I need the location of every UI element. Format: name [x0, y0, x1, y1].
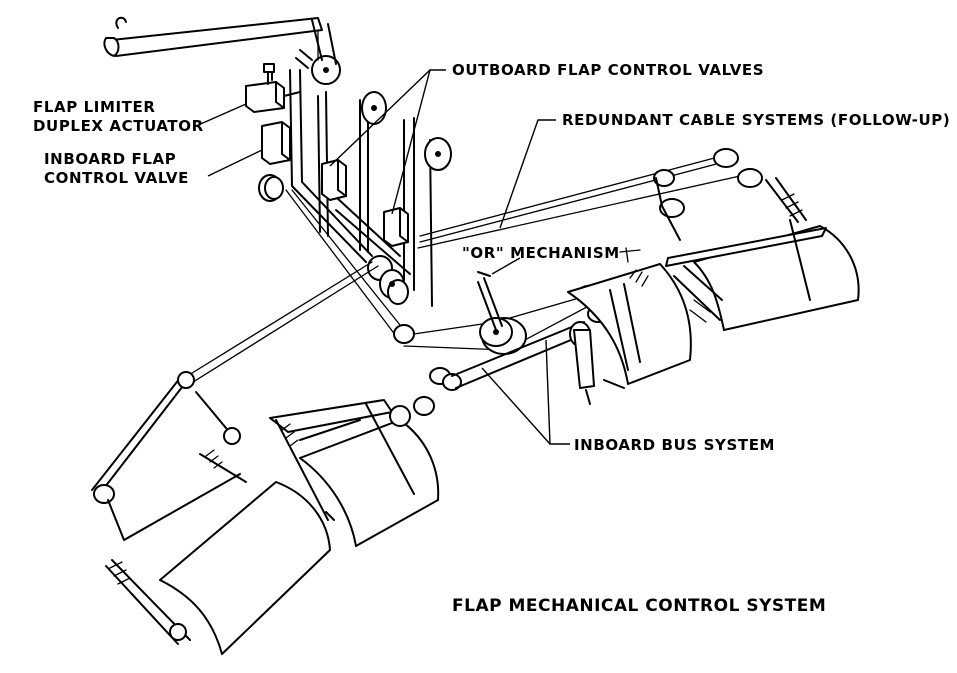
control-frame — [289, 69, 433, 307]
frame-pulleys — [258, 91, 452, 305]
flap-limiter-label-line1: FLAP LIMITER — [33, 98, 156, 116]
flap-limiter-label: FLAP LIMITER DUPLEX ACTUATOR — [33, 98, 204, 136]
flap-panel-center-right — [567, 247, 692, 389]
inboard-valve-label-line2: CONTROL VALVE — [44, 169, 189, 187]
label-leaders — [195, 69, 570, 445]
inboard-valve-label-line1: INBOARD FLAP — [44, 150, 177, 168]
or-mechanism-label: "OR" MECHANISM — [462, 244, 620, 262]
inboard-bus-label: INBOARD BUS SYSTEM — [574, 436, 776, 454]
flap-panel-far-left — [91, 371, 331, 655]
input-lever-arm — [103, 16, 341, 85]
flap-panel-center-left — [269, 399, 440, 547]
outboard-flap-control-valves — [321, 159, 409, 247]
inboard-valve-label: INBOARD FLAP CONTROL VALVE — [44, 150, 189, 188]
flap-panel-far-right — [653, 148, 860, 331]
flap-limiter-actuator — [245, 63, 301, 113]
inboard-flap-control-valve — [261, 121, 291, 165]
redundant-cable-label: REDUNDANT CABLE SYSTEMS (FOLLOW-UP) — [562, 111, 951, 129]
or-mechanism — [393, 271, 527, 355]
diagram-title: FLAP MECHANICAL CONTROL SYSTEM — [452, 596, 827, 616]
outboard-valves-label: OUTBOARD FLAP CONTROL VALVES — [452, 61, 765, 79]
flap-limiter-label-line2: DUPLEX ACTUATOR — [33, 117, 204, 135]
